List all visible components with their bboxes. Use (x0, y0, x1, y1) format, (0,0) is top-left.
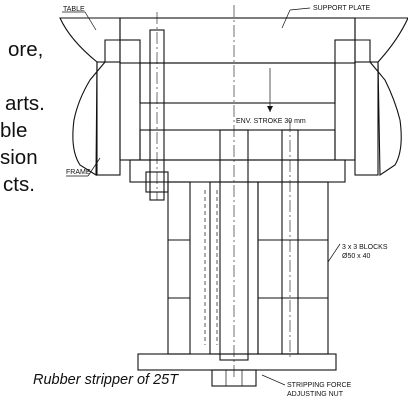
support-plate-leader (289, 7, 311, 11)
label-adjusting-nut: ADJUSTING NUT (287, 391, 344, 398)
nut-leader (261, 374, 286, 386)
label-frame: FRAME (66, 169, 91, 176)
label-stripping-force: STRIPPING FORCE (287, 382, 352, 389)
body-text-line-4: sion (0, 146, 38, 169)
label-table: TABLE (63, 6, 85, 13)
label-support-plate: SUPPORT PLATE (313, 5, 371, 12)
label-blocks-size: Ø50 x 40 (342, 253, 371, 260)
body-text-line-5: cts. (3, 173, 35, 196)
stripper-plate (129, 129, 346, 183)
label-env-stroke: ENV. STROKE 30 mm (236, 118, 306, 125)
body-text-line-1: ore, (8, 38, 44, 61)
body-text-line-3: ble (0, 119, 28, 142)
table-part-right (354, 17, 408, 177)
support-plate (119, 17, 356, 104)
frame (96, 39, 379, 176)
table-part (59, 17, 121, 176)
center-bolt (204, 5, 259, 380)
figure-caption: Rubber stripper of 25T (33, 372, 179, 388)
bottom-plate (137, 353, 337, 387)
body-text-line-2: arts. (5, 92, 45, 115)
env-stroke-arrow (267, 68, 273, 112)
blocks-leader (327, 243, 341, 263)
label-blocks-count: 3 x 3 BLOCKS (342, 244, 388, 251)
left-bolt (145, 12, 169, 201)
